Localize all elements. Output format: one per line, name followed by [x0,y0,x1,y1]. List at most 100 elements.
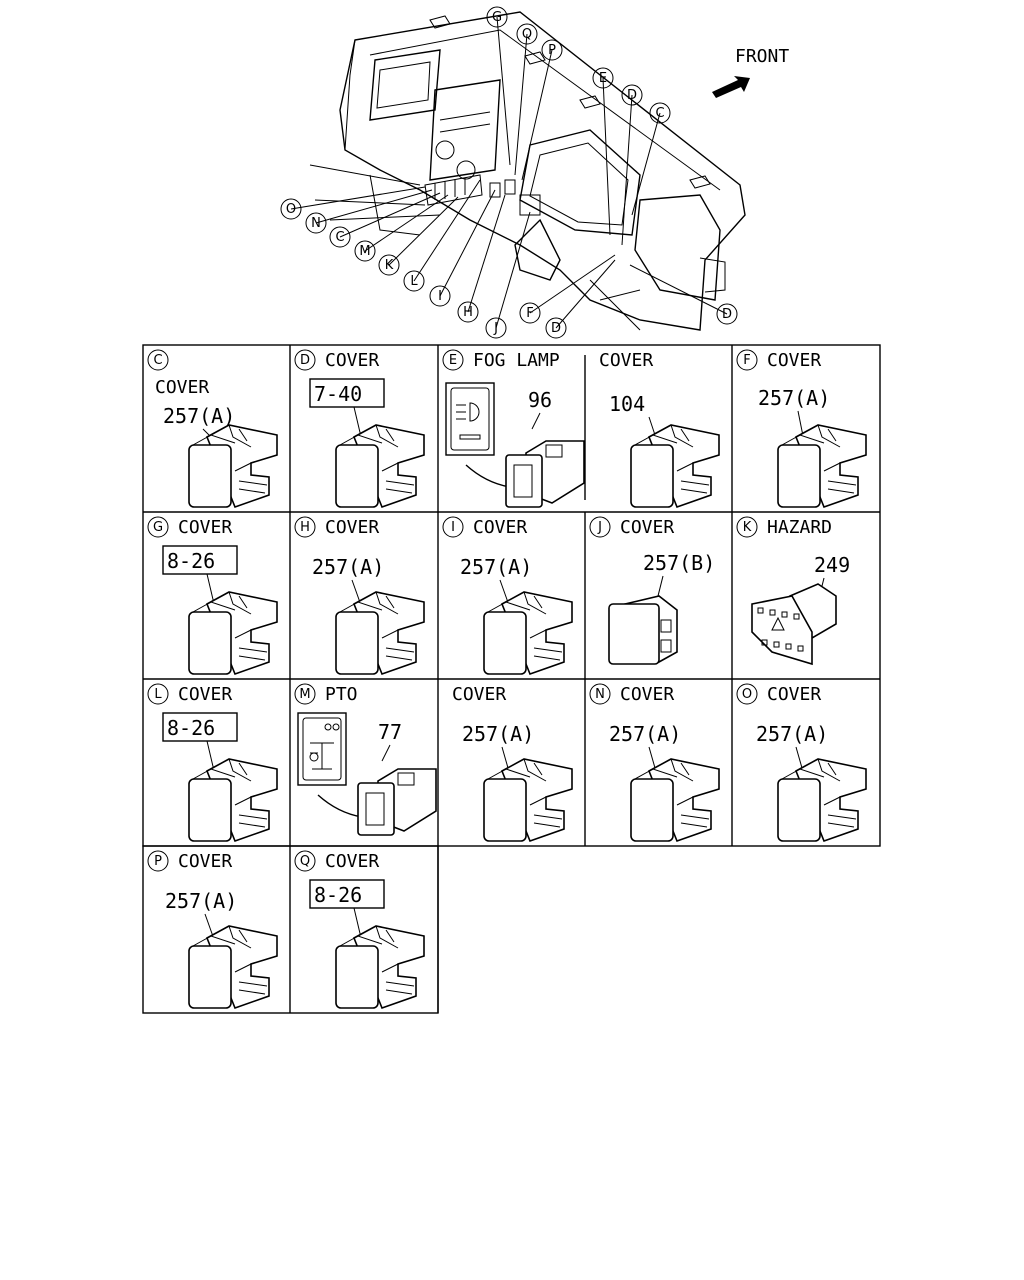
cell-letter-i-letter: I [451,520,455,535]
fog-lamp-icon [456,402,480,422]
fog-lamp-symbol-panel [445,382,495,456]
callout-j-letter: J [493,321,498,336]
indicator-light [769,609,776,616]
parts-grid [142,344,881,1014]
switch-face [505,454,543,508]
indicator-bar [459,434,481,440]
callout-e-letter: E [599,71,607,86]
cover-detail [670,758,710,828]
cell-letter-p-letter: P [154,854,162,869]
callout-l-letter: L [410,274,418,289]
part-ref-number: 8-26 [314,883,362,907]
switch-lens [365,792,385,826]
indicator-light [761,639,768,646]
cover-detail [228,424,268,494]
cover-detail [228,925,268,995]
cell-letter-d-letter: D [300,353,310,368]
part-ref-number: 249 [814,553,850,577]
part-ref-number: 257(A) [758,386,830,410]
part-ref-number: 257(A) [756,722,828,746]
callout-leader [621,94,633,246]
cell-letter-q-letter: Q [300,854,310,869]
cell-letter-m: M [294,683,316,705]
cell-letter-o-letter: O [742,687,752,702]
part-ref-number: 257(A) [312,555,384,579]
cell-title: COVER [620,517,674,538]
cell-title: COVER [325,851,379,872]
cell-letter-c: C [147,349,169,371]
callout-n: N [305,212,327,234]
symbol-panel-inner [302,717,342,781]
callout-f: F [519,302,541,324]
blank-cover-face [608,603,660,665]
indicator-light [785,643,792,650]
cover-detail [375,424,415,494]
callout-leader [339,192,441,238]
cover-detail [375,591,415,661]
part-ref-number: 257(A) [460,555,532,579]
curved-arrow-icon [465,464,511,488]
callout-l: L [403,270,425,292]
cell-letter-n: N [589,683,611,705]
part-ref-number: 257(A) [165,889,237,913]
callout-leader [388,196,459,266]
part-ref-number: 257(A) [609,722,681,746]
callout-leader [514,33,528,176]
cover-face [188,945,232,1009]
callout-o: O [280,198,302,220]
ref-box [309,378,385,408]
cover-top-edge [339,434,383,446]
cover-detail [523,591,563,661]
callout-leader [602,77,611,236]
callout-d-letter: D [722,307,732,322]
cell-title: COVER [178,851,232,872]
callout-leader [413,179,481,282]
curved-arrow-icon [317,794,363,818]
callout-e: E [592,67,614,89]
callout-leader [631,112,661,216]
cover-face [188,611,232,675]
callout-m-letter: M [359,244,370,259]
cover-face [188,778,232,842]
callout-j: J [485,317,507,339]
cover-face [335,945,379,1009]
cover-detail [228,591,268,661]
cover-detail [375,925,415,995]
cover-top-edge [192,601,236,613]
part-ref-number: 96 [528,388,552,412]
cover-face [483,611,527,675]
callout-leader [521,49,553,181]
cover-face [188,444,232,508]
callout-leader [629,264,728,315]
cover-face [777,778,821,842]
cell-subtitle: COVER [155,377,209,398]
cover-face [483,778,527,842]
switch-lens [513,464,533,498]
part-ref-number: 257(A) [462,722,534,746]
part-ref-number: 77 [378,720,402,744]
callout-i: I [429,285,451,307]
cover-detail [817,758,857,828]
pto-icon [310,742,334,770]
part-cell-q: Q COVER 8-26 [294,850,425,1010]
cell-letter-e-letter: E [449,353,457,368]
callout-m: M [354,240,376,262]
indicator-dot-icon [332,723,340,731]
part-ref-number: 7-40 [314,382,362,406]
indicator-light [781,611,788,618]
cover-detail [817,424,857,494]
cell-letter-f-letter: F [743,353,750,368]
cover-top-edge [781,768,825,780]
cell-title: HAZARD [767,517,832,538]
callout-c: C [329,226,351,248]
cell-letter-c-letter: C [153,353,162,368]
callout-g: G [486,6,508,28]
cell-letter-h-letter: H [300,520,310,535]
part-ref-number: 257(B) [643,551,715,575]
part-ref-number: 8-26 [167,716,215,740]
